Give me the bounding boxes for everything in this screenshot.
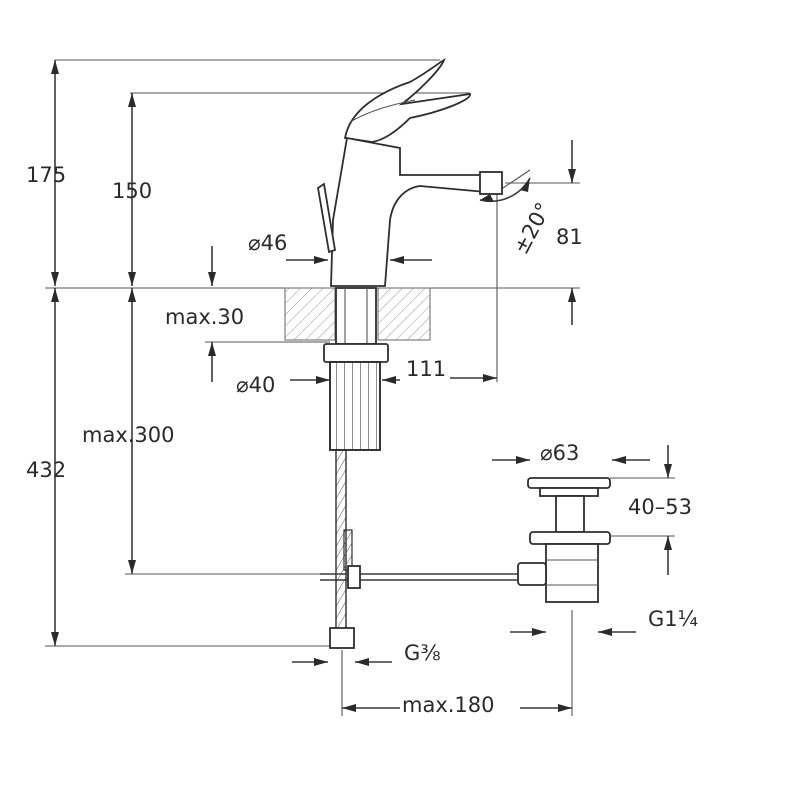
dim-max180-label: max.180 <box>402 693 495 717</box>
dim-40-53-label: 40–53 <box>628 495 692 519</box>
dim-20-label: ±20° <box>509 199 556 259</box>
dim-max300-label: max.300 <box>82 423 175 447</box>
dimension-labels: 175 150 ⌀46 ±20° 81 max.30 ⌀40 111 max.3… <box>26 163 698 717</box>
under-counter-fixing <box>320 287 520 649</box>
dimension-lines <box>45 59 675 716</box>
dim-g114-label: G1¼ <box>648 607 698 631</box>
dim-46-label: ⌀46 <box>248 231 287 255</box>
dim-111-label: 111 <box>406 357 446 381</box>
dim-40-label: ⌀40 <box>236 373 275 397</box>
dim-150-label: 150 <box>112 179 152 203</box>
dim-63-label: ⌀63 <box>540 441 579 465</box>
dim-g38-label: G⅜ <box>404 641 441 665</box>
dim-81-label: 81 <box>556 225 583 249</box>
dim-max30-label: max.30 <box>165 305 244 329</box>
pop-up-waste <box>517 477 611 603</box>
dim-175-label: 175 <box>26 163 66 187</box>
dim-432-label: 432 <box>26 458 66 482</box>
countertop-section <box>284 287 431 341</box>
mixer-body <box>317 58 503 287</box>
